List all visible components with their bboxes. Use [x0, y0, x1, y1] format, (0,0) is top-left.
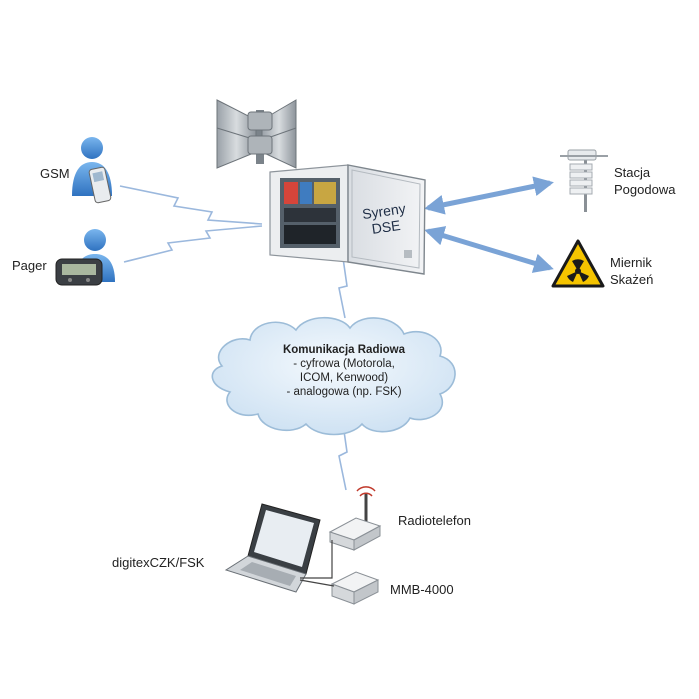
gsm-radio-link	[119, 185, 263, 225]
radiotelefon-label: Radiotelefon	[398, 513, 471, 528]
siren-horns-icon	[216, 99, 297, 169]
mmb-label: MMB-4000	[390, 582, 454, 597]
siren-cabinet-icon	[269, 164, 426, 275]
pager-radio-link	[123, 225, 263, 263]
gsm-label: GSM	[40, 166, 70, 181]
radiation-meter-label-line1: Miernik	[610, 255, 652, 270]
cloud-line3: - analogowa (np. FSK)	[286, 386, 402, 398]
radiation-hazard-icon	[551, 239, 605, 288]
cabinet-cloud-radio-link	[338, 257, 348, 319]
radiotelefon-device-icon	[328, 486, 382, 551]
weather-station-label-line2: Pogodowa	[614, 182, 676, 197]
radio-communication-cloud	[211, 317, 456, 436]
pager-user-icon	[55, 229, 115, 286]
laptop-label: digitexCZK/FSK	[112, 555, 205, 570]
cloud-title: Komunikacja Radiowa	[282, 344, 406, 356]
cloud-line1: - cyfrowa (Motorola,	[293, 358, 395, 370]
radiation-meter-label-line2: Skażeń	[610, 272, 654, 287]
radiation-meter-arrow	[424, 226, 554, 273]
cloud-line2: ICOM, Kenwood)	[299, 372, 389, 384]
cloud-radiotelefon-radio-link	[338, 423, 348, 491]
cloud-text: Komunikacja Radiowa - cyfrowa (Motorola,…	[232, 343, 456, 399]
weather-station-label-line1: Stacja	[614, 165, 651, 180]
weather-station-arrow	[424, 176, 554, 215]
laptop-icon	[224, 503, 321, 593]
pager-label: Pager	[12, 258, 47, 273]
device-cables	[299, 540, 335, 587]
mmb-device-icon	[330, 571, 380, 605]
gsm-user-icon	[72, 137, 112, 204]
weather-station-icon	[560, 149, 608, 212]
